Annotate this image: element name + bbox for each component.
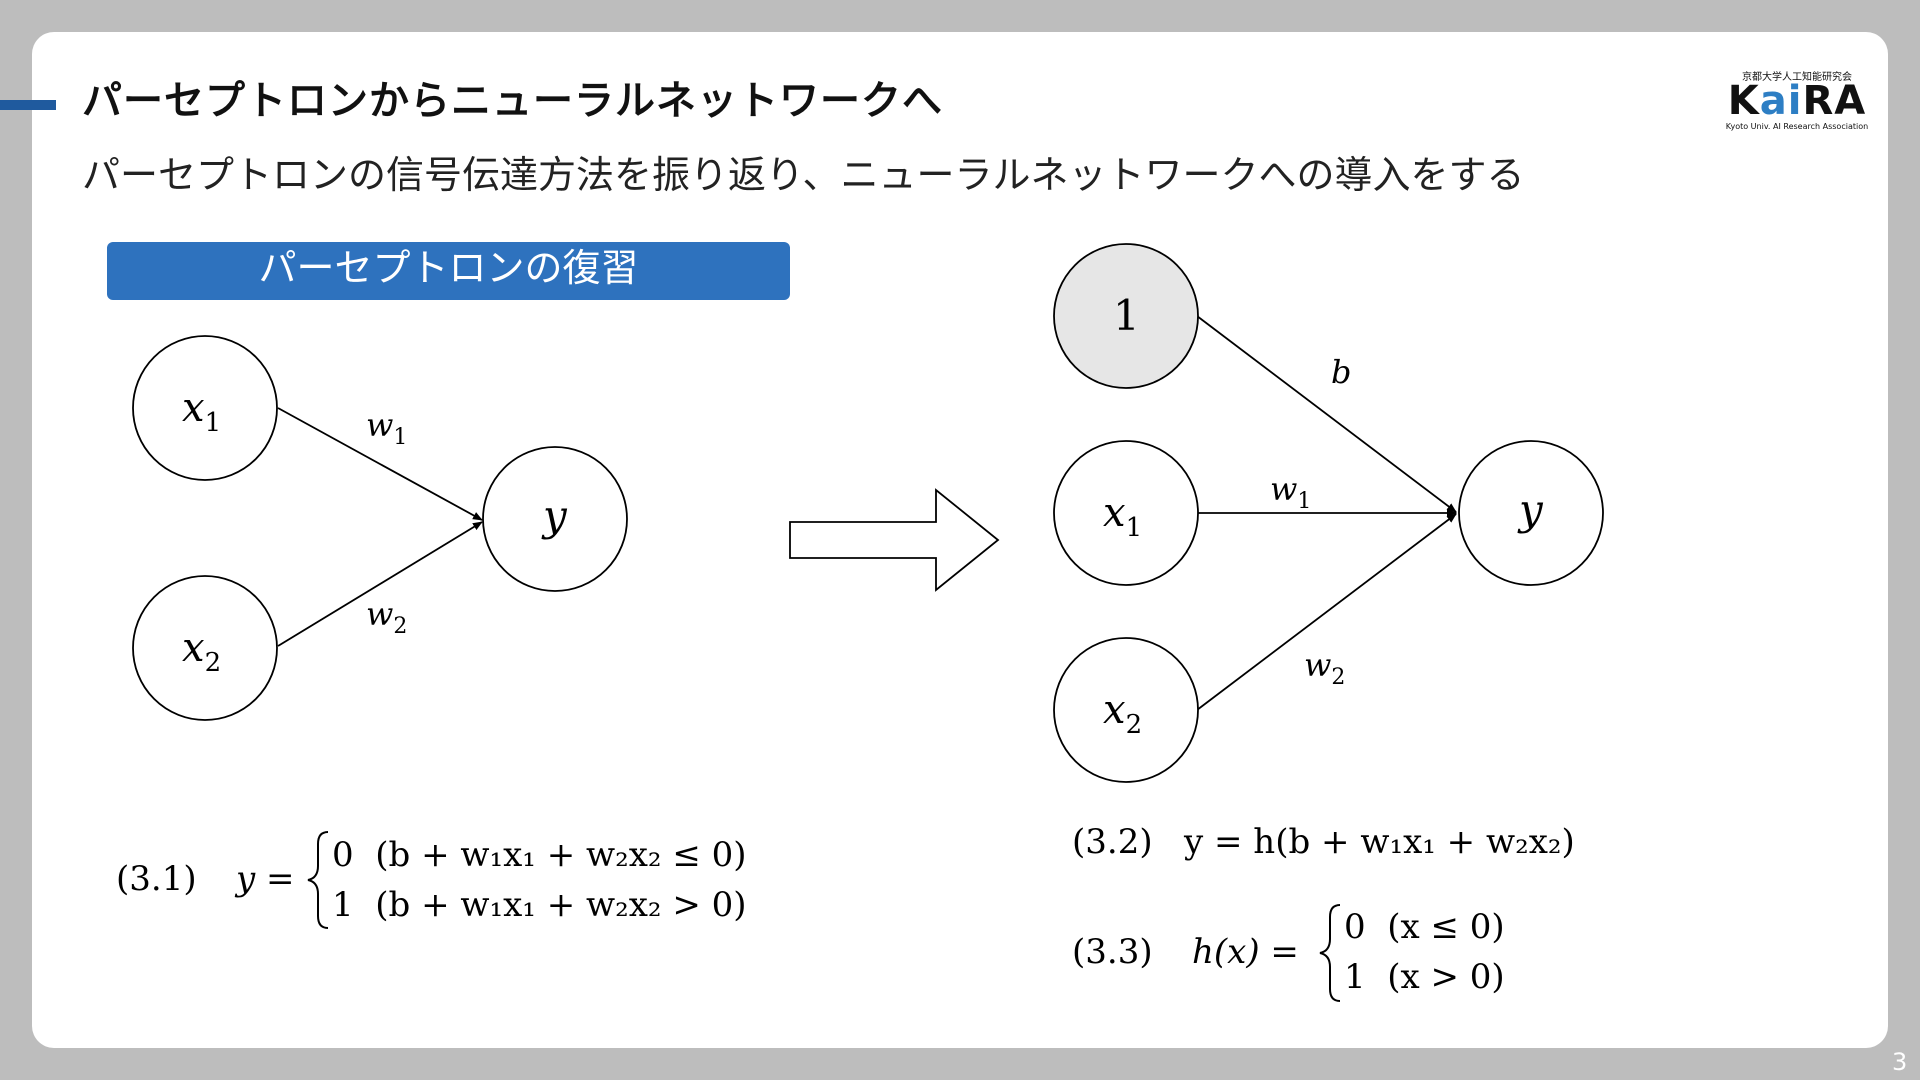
logo-wordmark: KaiRA	[1724, 80, 1870, 122]
eq33-case0: 0 (x ≤ 0)	[1344, 907, 1505, 947]
weight-w2-right: w2	[1304, 646, 1345, 690]
logo-ra: RA	[1802, 78, 1867, 124]
eq31-number: (3.1)	[116, 859, 197, 899]
weight-w1-left: w1	[366, 406, 407, 450]
node-y-right	[1458, 440, 1604, 586]
weight-w2-left: w2	[366, 595, 407, 639]
logo-k: K	[1727, 78, 1760, 124]
node-x1-left-label: x1	[182, 385, 221, 438]
eq31-lhs: y =	[234, 859, 295, 899]
eq32-number: (3.2)	[1072, 822, 1153, 862]
node-x2-left	[132, 575, 278, 721]
node-x1-right-label: x1	[1103, 490, 1142, 543]
eq33-lhs: h(x) =	[1192, 932, 1299, 972]
eq33-number: (3.3)	[1072, 932, 1153, 972]
page-subtitle: パーセプトロンの信号伝達方法を振り返り、ニューラルネットワークへの導入をする	[82, 153, 1525, 197]
kaira-logo: 京都大学人工知能研究会 KaiRA Kyoto Univ. AI Researc…	[1724, 68, 1870, 132]
page-number: 3	[1892, 1048, 1908, 1076]
section-label: パーセプトロンの復習	[107, 242, 790, 300]
weight-b-right: b	[1331, 353, 1351, 391]
weight-w1-right: w1	[1270, 470, 1311, 514]
eq32-body: y = h(b + w₁x₁ + w₂x₂)	[1183, 822, 1575, 862]
node-x1-left	[132, 335, 278, 481]
logo-org-en: Kyoto Univ. AI Research Association	[1725, 122, 1869, 131]
eq33-brace	[1319, 904, 1341, 1002]
logo-ai: ai	[1759, 78, 1803, 124]
eq31-case1: 1 (b + w₁x₁ + w₂x₂ > 0)	[332, 885, 747, 925]
logo-org-jp: 京都大学人工知能研究会	[1742, 72, 1852, 83]
edge-bias-y-right	[1196, 315, 1457, 513]
eq31-brace	[307, 831, 329, 929]
node-x2-left-label: x2	[182, 625, 221, 678]
node-x1-right	[1053, 440, 1199, 586]
edge-x2-y-left	[277, 521, 483, 647]
eq33-case1: 1 (x > 0)	[1344, 957, 1505, 997]
node-y-right-label: y	[1517, 485, 1544, 534]
edge-x1-y-left	[277, 407, 483, 521]
node-x2-right	[1053, 637, 1199, 783]
node-y-left-label: y	[541, 491, 568, 540]
node-bias-right	[1053, 243, 1199, 389]
node-y-left	[482, 446, 628, 592]
edge-x2-y-right	[1196, 513, 1457, 711]
node-x2-right-label: x2	[1103, 687, 1142, 740]
eq31-case0: 0 (b + w₁x₁ + w₂x₂ ≤ 0)	[332, 835, 747, 875]
transition-arrow	[789, 488, 1000, 592]
page-title: パーセプトロンからニューラルネットワークへ	[82, 78, 943, 124]
node-bias-right-label: 1	[1113, 291, 1140, 340]
title-accent-bar	[0, 100, 56, 110]
